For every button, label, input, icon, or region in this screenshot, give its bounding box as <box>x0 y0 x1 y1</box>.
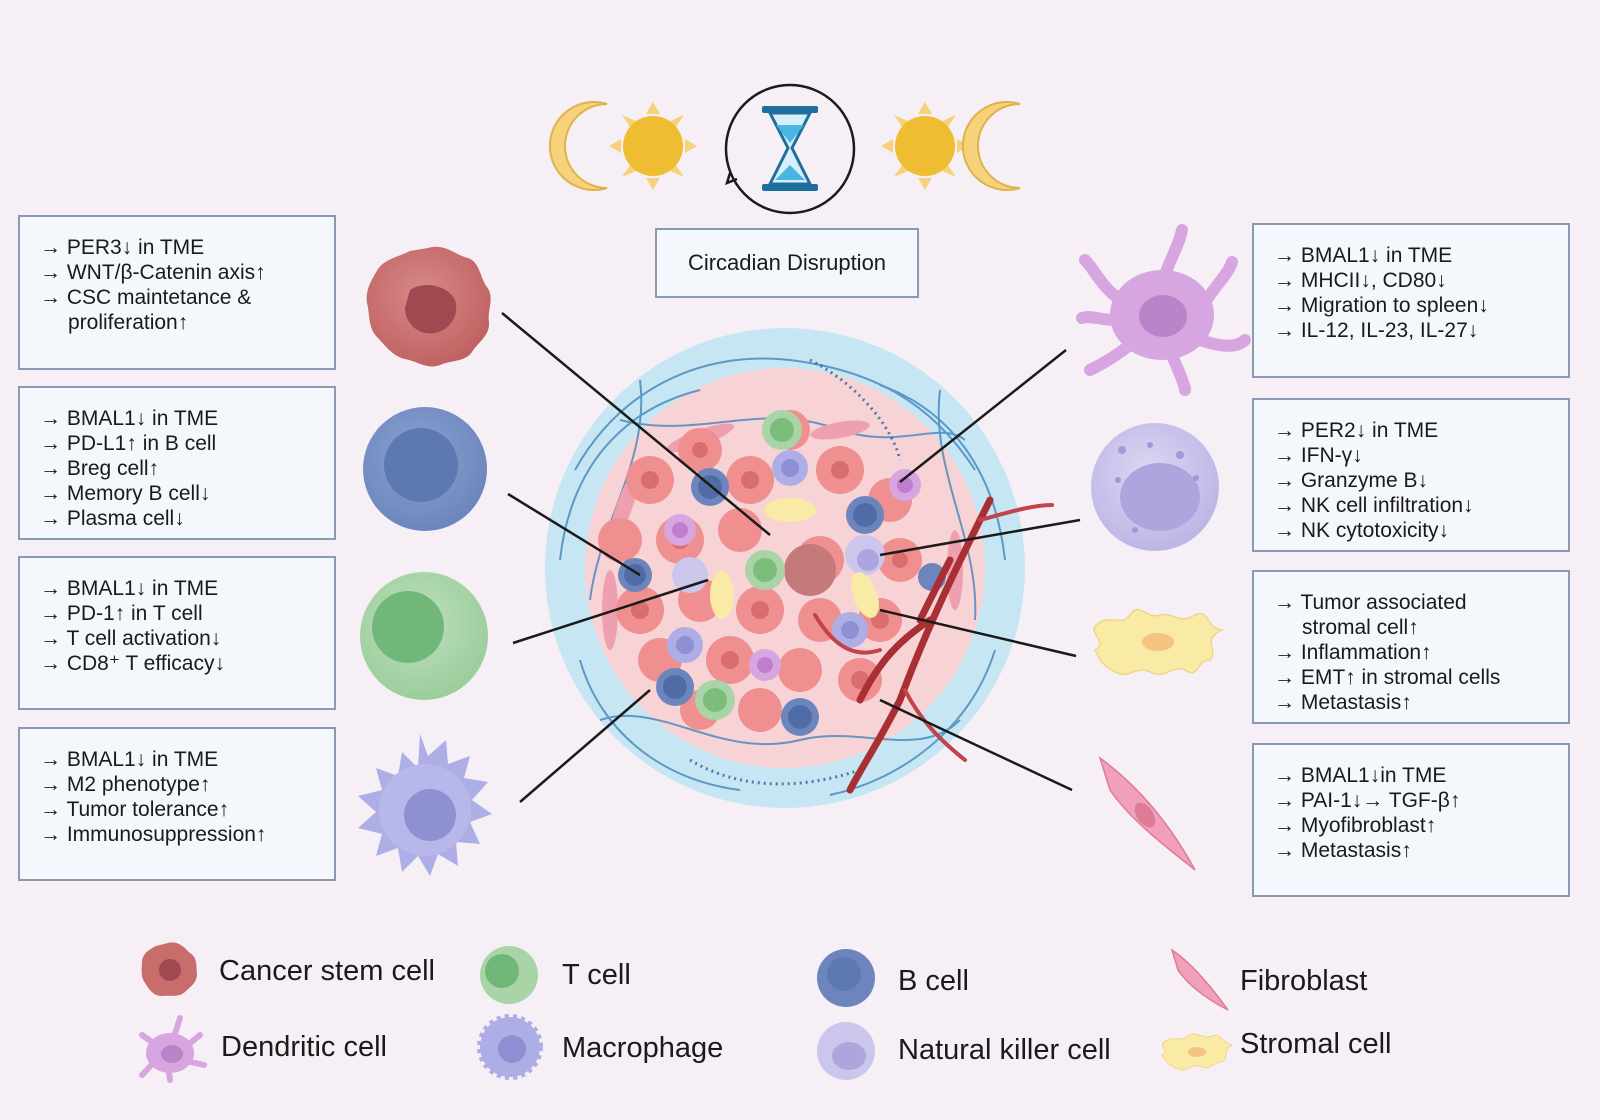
legend-cancer-stem-cell-icon <box>141 942 197 996</box>
box-line: → EMT↑ in stromal cells <box>1274 666 1501 689</box>
box-line: → PD-1↑ in T cell <box>40 602 203 625</box>
box-line: → MHCII↓, CD80↓ <box>1274 269 1447 292</box>
fibroblast-icon <box>1098 756 1196 871</box>
legend-dendritic-cell-icon <box>139 1015 207 1083</box>
legend-label-t-cell: T cell <box>562 959 631 991</box>
fibroblast-box: → BMAL1↓in TME → PAI-1↓→ TGF-β↑ → Myofib… <box>1252 743 1570 897</box>
b-cell-box: → BMAL1↓ in TME → PD-L1↑ in B cell → Bre… <box>18 386 336 540</box>
box-line: → Granzyme B↓ <box>1274 469 1429 492</box>
stromal-cell-box: → Tumor associated stromal cell↑ → Infla… <box>1252 570 1570 724</box>
box-line: → NK cell infiltration↓ <box>1274 494 1474 517</box>
legend-label-macrophage: Macrophage <box>562 1032 724 1064</box>
box-line: → IL-12, IL-23, IL-27↓ <box>1274 319 1479 342</box>
legend-macrophage-icon <box>477 1014 543 1080</box>
box-line: → NK cytotoxicity↓ <box>1274 519 1450 542</box>
macrophage-box: → BMAL1↓ in TME → M2 phenotype↑ → Tumor … <box>18 727 336 881</box>
legend-label-stromal-cell: Stromal cell <box>1240 1028 1392 1060</box>
legend-stromal-cell-icon <box>1161 1033 1234 1071</box>
box-line: → PAI-1↓→ TGF-β↑ <box>1274 789 1461 812</box>
dendritic-cell-box: → BMAL1↓ in TME → MHCII↓, CD80↓ → Migrat… <box>1252 223 1570 378</box>
tumor-microenvironment <box>545 328 1054 808</box>
box-line: → Inflammation↑ <box>1274 641 1432 664</box>
legend-label-fibroblast: Fibroblast <box>1240 965 1368 997</box>
box-line: proliferation↑ <box>68 311 189 334</box>
macrophage-icon <box>358 734 492 876</box>
dendritic-cell-icon <box>1076 224 1251 396</box>
legend-t-cell-icon <box>480 946 538 1004</box>
box-line: → Immunosuppression↑ <box>40 823 267 846</box>
moon-icon-left <box>548 101 608 191</box>
cancer-stem-cell-box: → PER3↓ in TME → WNT/β-Catenin axis↑ → C… <box>18 215 336 370</box>
moon-icon-right <box>961 101 1021 191</box>
b-cell-icon <box>363 407 487 531</box>
legend-label-b-cell: B cell <box>898 965 969 997</box>
box-line: → Metastasis↑ <box>1274 691 1412 714</box>
sun-icon-left <box>609 102 697 190</box>
box-line: → Migration to spleen↓ <box>1274 294 1489 317</box>
box-line: → Tumor tolerance↑ <box>40 798 230 821</box>
box-line: → BMAL1↓ in TME <box>40 748 219 771</box>
box-line: → Breg cell↑ <box>40 457 160 480</box>
box-line: → BMAL1↓in TME <box>1274 764 1447 787</box>
box-line: → CD8⁺ T efficacy↓ <box>40 652 225 675</box>
box-line: → BMAL1↓ in TME <box>1274 244 1453 267</box>
box-line: → BMAL1↓ in TME <box>40 577 219 600</box>
box-line: stromal cell↑ <box>1302 616 1419 639</box>
legend-label-natural-killer-cell: Natural killer cell <box>898 1034 1111 1066</box>
legend-label-dendritic-cell: Dendritic cell <box>221 1031 387 1063</box>
box-line: → M2 phenotype↑ <box>40 773 211 796</box>
legend-fibroblast-icon <box>1170 948 1229 1011</box>
natural-killer-cell-box: → PER2↓ in TME → IFN-γ↓ → Granzyme B↓ → … <box>1252 398 1570 552</box>
box-line: → BMAL1↓ in TME <box>40 407 219 430</box>
connector-lines <box>501 312 1081 803</box>
legend-b-cell-icon <box>817 949 875 1007</box>
box-line: → Tumor associated <box>1274 591 1467 614</box>
natural-killer-cell-icon <box>1091 423 1219 551</box>
box-line: → T cell activation↓ <box>40 627 222 650</box>
legend-natural-killer-cell-icon <box>817 1022 875 1080</box>
hourglass-icon <box>724 83 856 215</box>
box-line: → PER3↓ in TME <box>40 236 205 259</box>
box-line: → Plasma cell↓ <box>40 507 185 530</box>
box-line: → CSC maintetance & <box>40 286 252 309</box>
box-line: → Memory B cell↓ <box>40 482 211 505</box>
stromal-cell-icon <box>1093 608 1225 676</box>
legend-label-cancer-stem-cell: Cancer stem cell <box>219 955 435 987</box>
box-line: → IFN-γ↓ <box>1274 444 1363 467</box>
title-text: Circadian Disruption <box>687 250 887 275</box>
box-line: → PD-L1↑ in B cell <box>40 432 217 455</box>
circadian-disruption-label: Circadian Disruption <box>655 228 919 298</box>
sun-icon-right <box>881 102 969 190</box>
box-line: → WNT/β-Catenin axis↑ <box>40 261 266 284</box>
box-line: → Myofibroblast↑ <box>1274 814 1437 837</box>
box-line: → PER2↓ in TME <box>1274 419 1439 442</box>
t-cell-icon <box>360 572 488 700</box>
cancer-stem-cell-icon <box>366 246 491 367</box>
box-line: → Metastasis↑ <box>1274 839 1412 862</box>
t-cell-box: → BMAL1↓ in TME → PD-1↑ in T cell → T ce… <box>18 556 336 710</box>
